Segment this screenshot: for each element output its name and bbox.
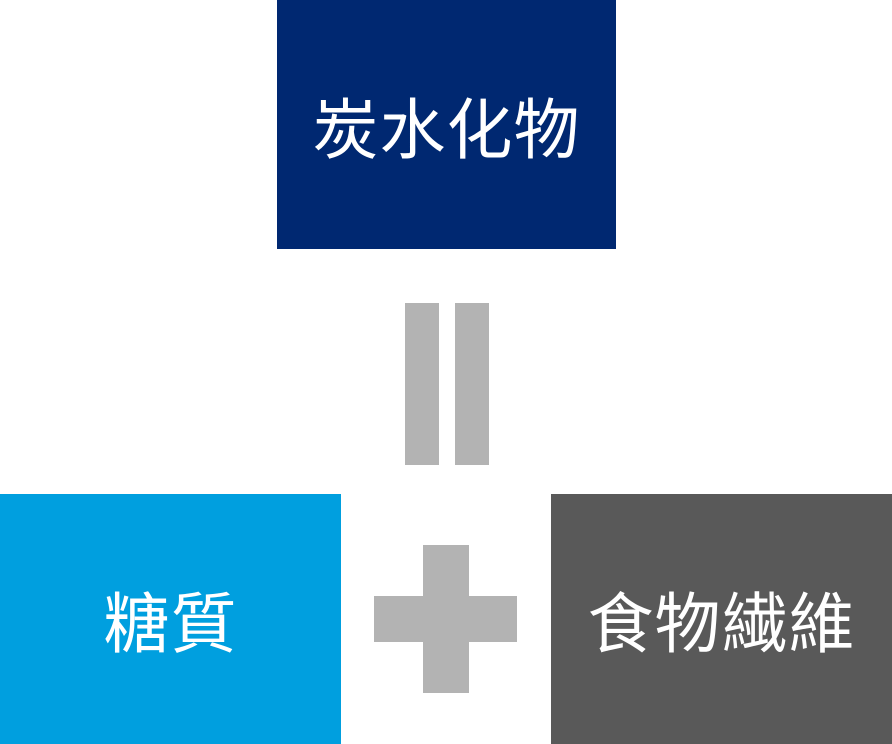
equals-bar-left xyxy=(405,303,439,465)
sugar-box: 糖質 xyxy=(0,494,341,744)
dietary-fiber-label: 食物繊維 xyxy=(587,586,856,663)
sugar-label: 糖質 xyxy=(103,586,238,663)
plus-bar-vertical xyxy=(423,545,469,693)
dietary-fiber-box: 食物繊維 xyxy=(551,494,892,744)
equals-bar-right xyxy=(455,303,489,465)
carbohydrate-label: 炭水化物 xyxy=(312,91,581,169)
carbohydrate-box: 炭水化物 xyxy=(277,0,616,249)
